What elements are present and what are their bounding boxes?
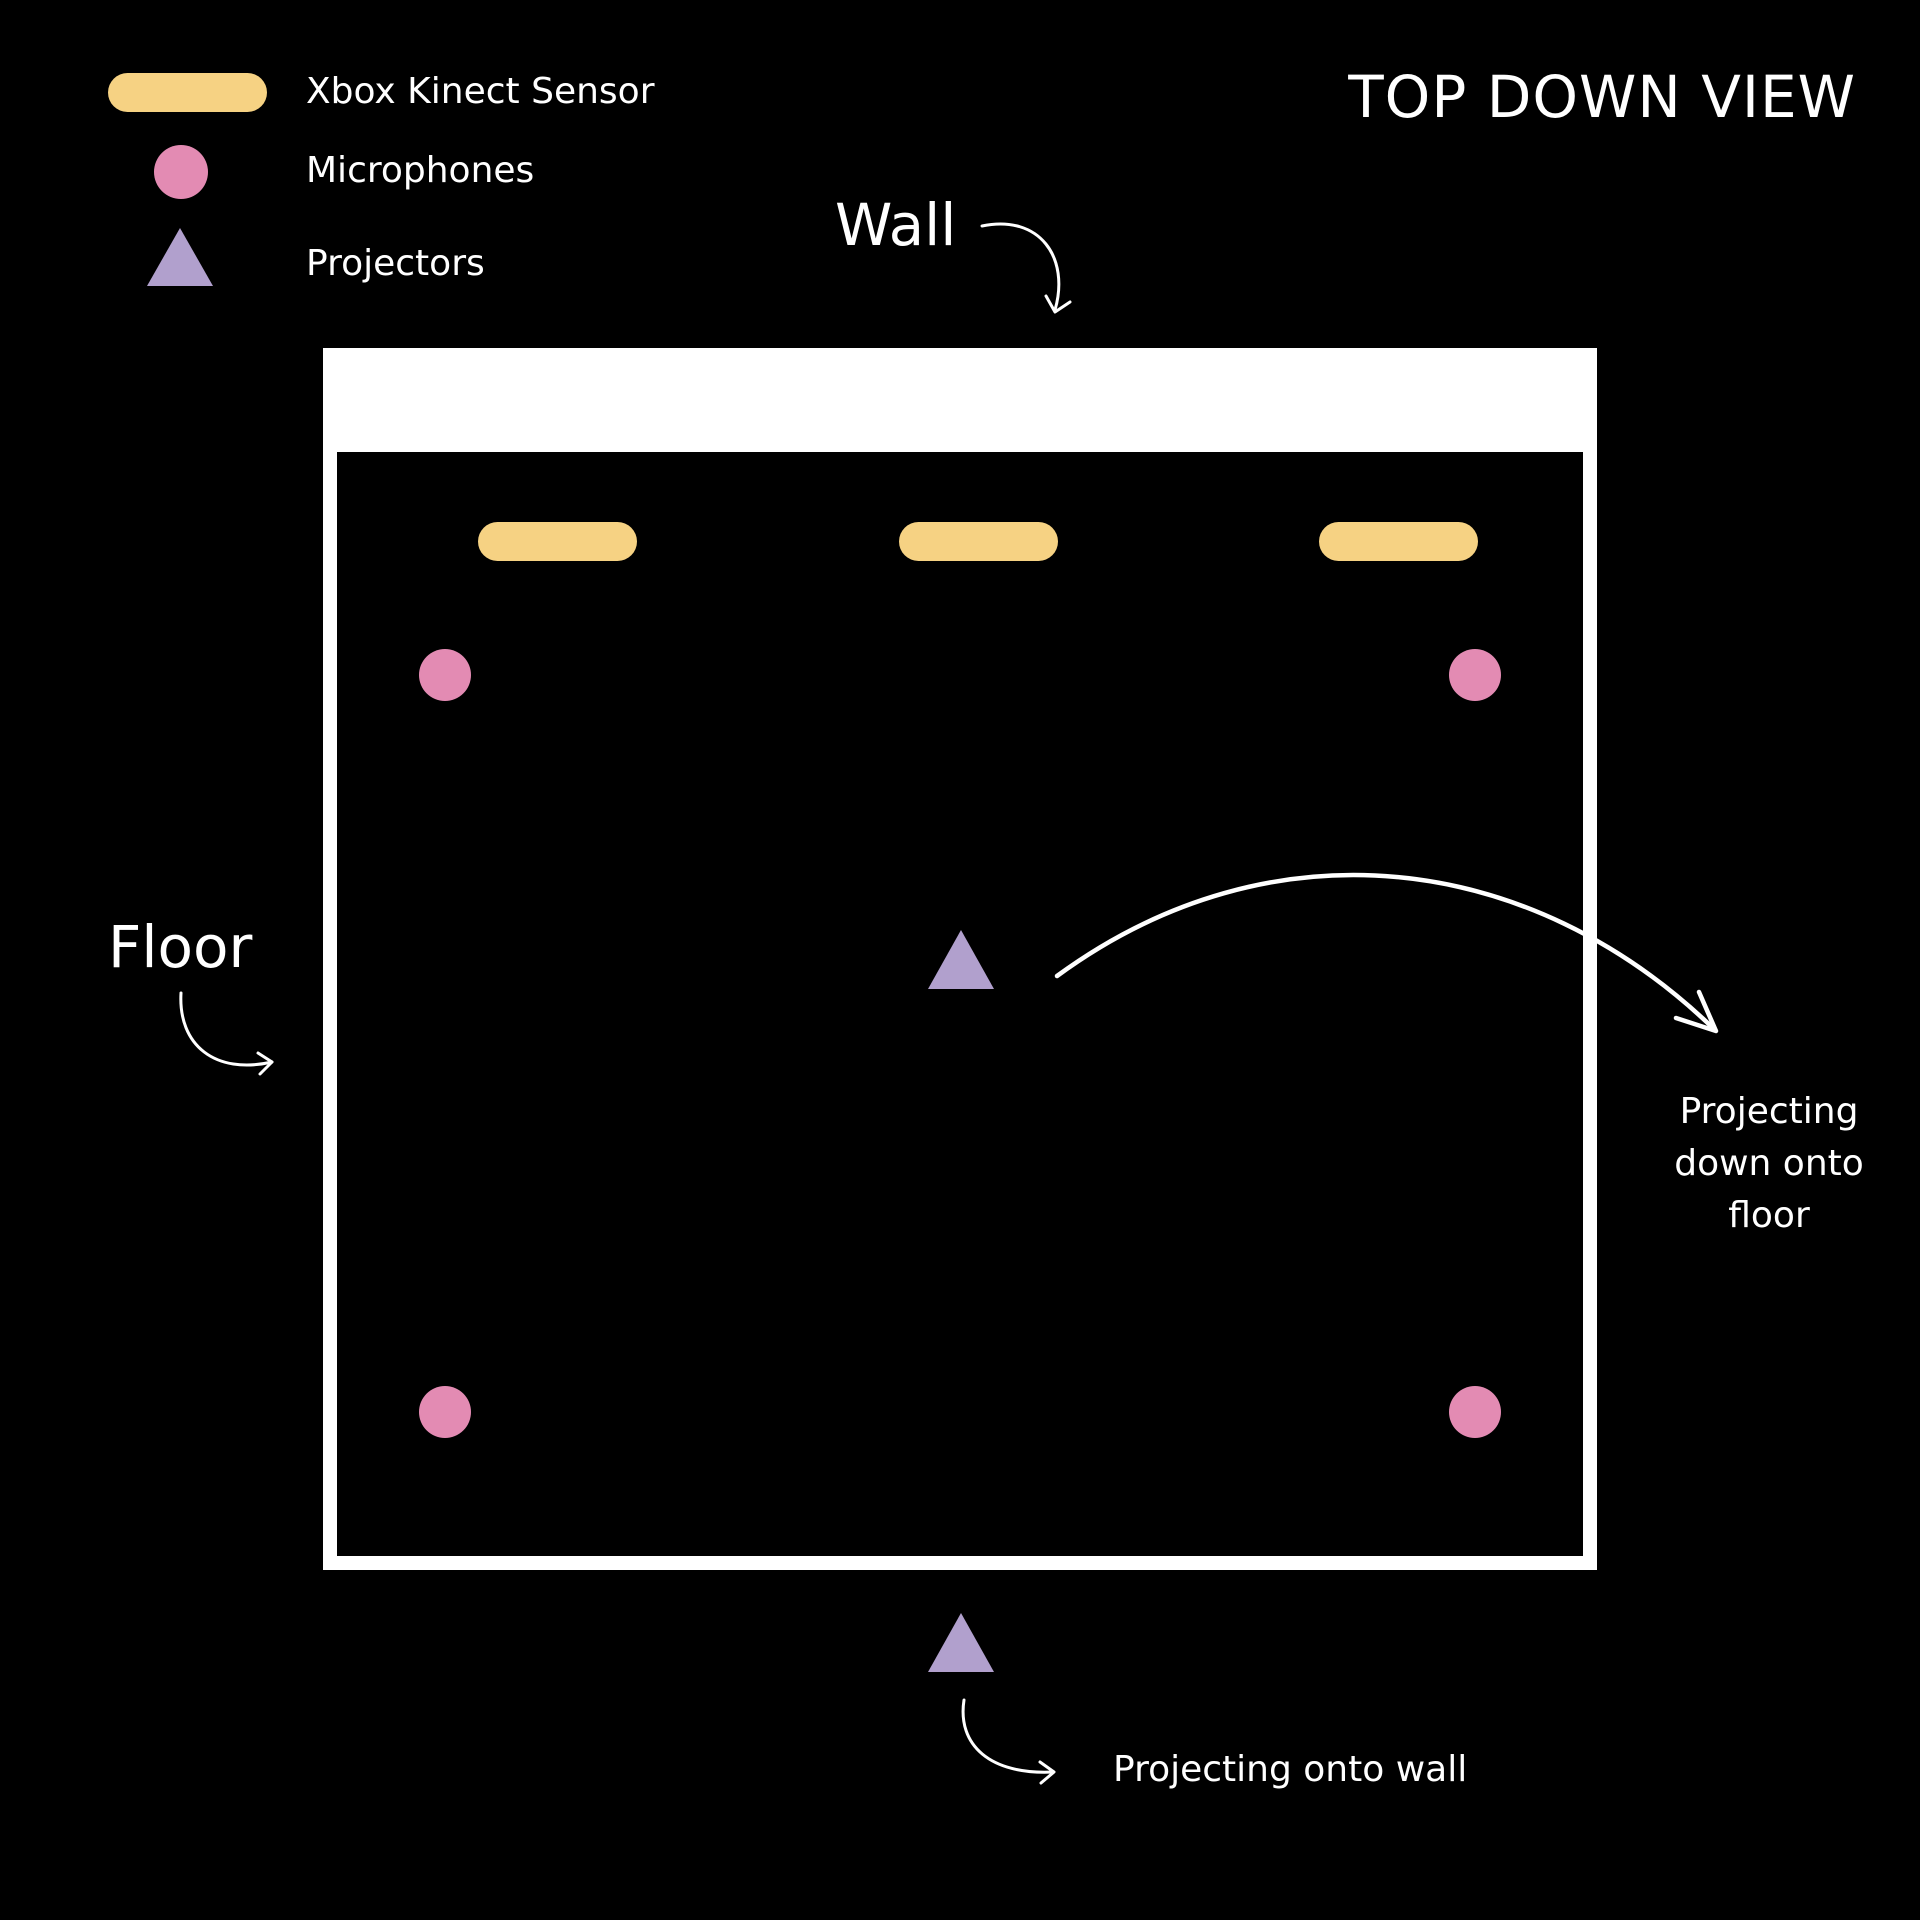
microphone-bottom-right: [1449, 1386, 1501, 1438]
wall: [323, 348, 1597, 452]
projecting-floor-line: down onto: [1674, 1143, 1864, 1185]
legend-sensor-icon: [108, 73, 267, 112]
legend-projector-icon: [147, 228, 213, 286]
projecting-floor-line: Projecting: [1679, 1091, 1859, 1132]
floor-area: [337, 452, 1583, 1556]
projecting-floor-line: floor: [1728, 1195, 1810, 1237]
kinect-sensor-left: [478, 522, 637, 561]
floor-label: Floor: [108, 913, 253, 981]
microphone-top-left: [419, 649, 471, 701]
legend-microphone-icon: [154, 145, 208, 199]
legend-sensor-label: Xbox Kinect Sensor: [306, 71, 655, 112]
wall-label: Wall: [835, 191, 957, 259]
floor-arrow-icon: [179, 991, 274, 1076]
kinect-sensor-right: [1319, 522, 1478, 561]
projecting-floor-label: Projecting down onto floor: [1639, 1086, 1899, 1243]
wall-arrow-icon: [980, 222, 1072, 314]
projecting-wall-label: Projecting onto wall: [1113, 1749, 1468, 1790]
diagram-title: TOP DOWN VIEW: [1348, 63, 1856, 131]
microphone-bottom-left: [419, 1386, 471, 1438]
projection-wall-arrow-icon: [961, 1698, 1056, 1785]
room-outline: [323, 443, 1597, 1570]
legend-microphone-label: Microphones: [306, 150, 535, 191]
kinect-sensor-center: [899, 522, 1058, 561]
projection-floor-arrow-icon: [1054, 872, 1719, 1034]
legend-projector-label: Projectors: [306, 243, 485, 284]
projector-wall: [928, 1613, 994, 1672]
projector-floor: [928, 930, 994, 989]
microphone-top-right: [1449, 649, 1501, 701]
